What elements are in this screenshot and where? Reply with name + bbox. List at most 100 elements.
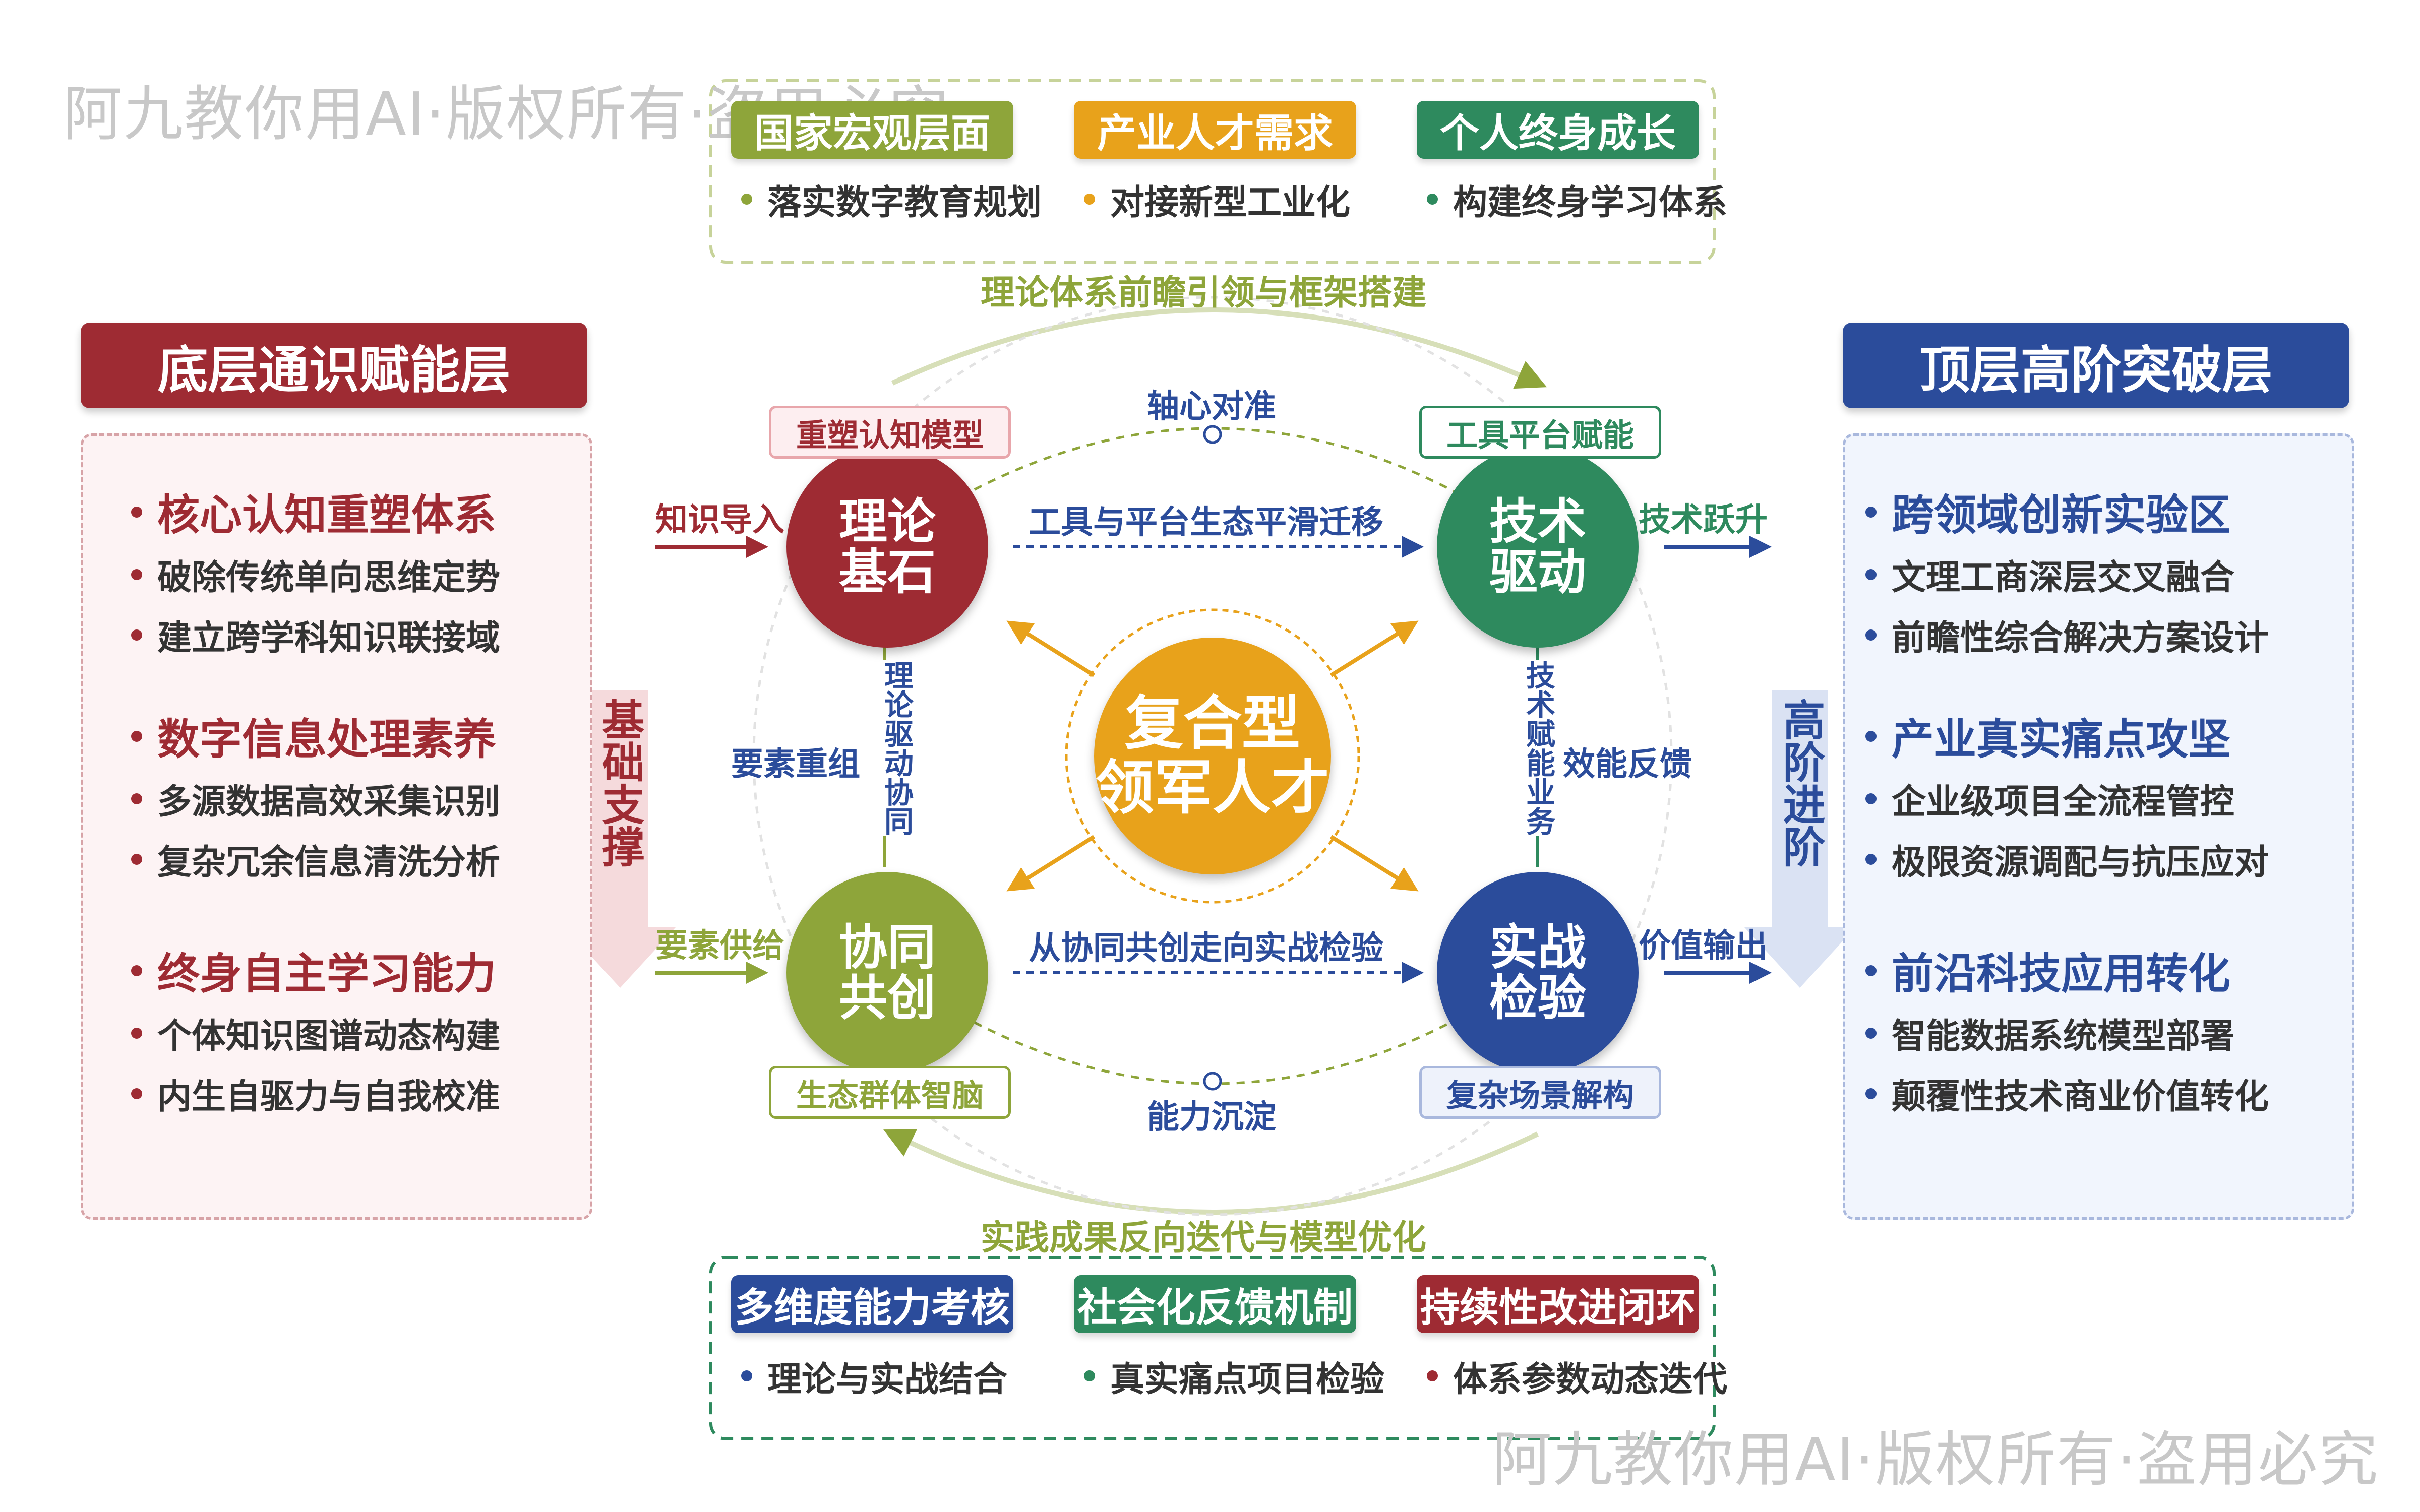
label-efficiency-feedback: 效能反馈 (1563, 746, 1692, 783)
bottom-bullet-2-text: 真实痛点项目检验 (1110, 1359, 1385, 1400)
right-group-2-item-2-text: 极限资源调配与抗压应对 (1892, 843, 2269, 883)
label-collab-to-combat: 从协同共创走向实战检验 (1028, 930, 1383, 967)
right-group-2-head-text: 产业真实痛点攻坚 (1892, 715, 2231, 764)
top-bullet-2: 对接新型工业化 (1084, 176, 1351, 223)
bottom-bullet-1: 理论与实战结合 (741, 1353, 1008, 1400)
node-tech-tag: 工具平台赋能 (1419, 406, 1661, 459)
label-value-output: 价值输出 (1639, 927, 1768, 965)
top-bullet-2-text: 对接新型工业化 (1110, 182, 1351, 223)
right-group-2-head: 产业真实痛点攻坚 (1865, 706, 2230, 767)
left-layer-title: 底层通识赋能层 (81, 323, 587, 408)
right-group-2-item-1-text: 企业级项目全流程管控 (1892, 782, 2235, 822)
center-title-line2: 领军人才 (1096, 754, 1329, 822)
node-theory: 理论 基石 (786, 446, 988, 648)
label-theory-drives-collab: 理论驱动协同 (879, 660, 914, 836)
bottom-tag-assessment: 多维度能力考核 (731, 1275, 1013, 1333)
left-group-2-item-1-text: 多源数据高效采集识别 (157, 782, 501, 822)
node-tech-line1: 技术 (1489, 493, 1586, 550)
node-collab-line1: 协同 (839, 919, 936, 976)
node-theory-tag: 重塑认知模型 (769, 406, 1011, 459)
left-group-2-item-1: 多源数据高效采集识别 (131, 774, 500, 824)
right-group-3-head: 前沿科技应用转化 (1865, 940, 2230, 1001)
left-group-3-item-2: 内生自驱力与自我校准 (131, 1068, 500, 1118)
center-arrow-tr (1329, 620, 1419, 677)
left-group-3-item-1-text: 个体知识图谱动态构建 (157, 1017, 501, 1056)
top-bullet-1-text: 落实数字教育规划 (767, 182, 1042, 223)
node-theory-line1: 理论 (839, 493, 936, 550)
top-tag-national: 国家宏观层面 (731, 101, 1013, 159)
right-group-3-head-text: 前沿科技应用转化 (1892, 949, 2231, 998)
right-group-1-head-text: 跨领域创新实验区 (1892, 490, 2231, 540)
right-layer-box (1843, 433, 2354, 1220)
top-dashed-box (709, 79, 1716, 264)
right-group-1-head: 跨领域创新实验区 (1865, 481, 2230, 542)
bottom-bullet-1-text: 理论与实战结合 (767, 1359, 1008, 1400)
node-tech: 技术 驱动 (1437, 446, 1639, 648)
label-knowledge-import: 知识导入 (655, 501, 784, 539)
top-bullet-3: 构建终身学习体系 (1427, 176, 1728, 223)
top-bullet-1: 落实数字教育规划 (741, 176, 1042, 223)
center-core-node: 复合型 领军人才 (1094, 638, 1331, 874)
center-arrow-br (1329, 835, 1419, 892)
left-group-1-item-1-text: 破除传统单向思维定势 (157, 558, 501, 598)
top-bullet-3-text: 构建终身学习体系 (1453, 182, 1728, 223)
top-tag-personal: 个人终身成长 (1417, 101, 1699, 159)
left-group-3-item-2-text: 内生自驱力与自我校准 (157, 1077, 501, 1117)
right-group-1-item-2-text: 前瞻性综合解决方案设计 (1892, 618, 2269, 658)
left-support-arrow (565, 690, 676, 988)
left-support-label: 基础支撑 (595, 698, 645, 867)
right-group-1-item-1: 文理工商深层交叉融合 (1865, 549, 2234, 599)
settle-marker (1203, 1072, 1222, 1091)
label-tech-leap: 技术跃升 (1639, 501, 1768, 539)
left-group-3-head: 终身自主学习能力 (131, 940, 496, 1001)
node-combat-line1: 实战 (1489, 919, 1586, 976)
bottom-bullet-3-text: 体系参数动态迭代 (1453, 1359, 1728, 1400)
left-layer-box (81, 433, 592, 1220)
left-group-1-item-2: 建立跨学科知识联接域 (131, 610, 500, 660)
right-group-2-item-2: 极限资源调配与抗压应对 (1865, 834, 2269, 884)
left-group-2-item-2-text: 复杂冗余信息清洗分析 (157, 843, 501, 883)
center-title-line1: 复合型 (1125, 689, 1300, 758)
right-group-1-item-1-text: 文理工商深层交叉融合 (1892, 558, 2235, 598)
left-group-1-item-2-text: 建立跨学科知识联接域 (157, 618, 501, 658)
node-theory-line2: 基石 (839, 544, 936, 600)
right-group-3-item-2: 颠覆性技术商业价值转化 (1865, 1068, 2269, 1118)
right-group-2-item-1: 企业级项目全流程管控 (1865, 774, 2234, 824)
top-arc (891, 307, 1547, 389)
left-group-1-head: 核心认知重塑体系 (131, 481, 496, 542)
bottom-bullet-3: 体系参数动态迭代 (1427, 1353, 1728, 1400)
right-advance-arrow (1744, 690, 1855, 988)
watermark-bottom: 阿九教你用AI·版权所有·盗用必究 (1492, 1425, 2379, 1494)
left-group-2-item-2: 复杂冗余信息清洗分析 (131, 834, 500, 884)
right-group-3-item-1: 智能数据系统模型部署 (1865, 1008, 2234, 1058)
node-collab-tag: 生态群体智脑 (769, 1066, 1011, 1119)
left-group-2-head-text: 数字信息处理素养 (157, 715, 497, 764)
center-arrow-bl (1006, 835, 1096, 892)
bottom-bullet-2: 真实痛点项目检验 (1084, 1353, 1385, 1400)
center-arrow-tl (1006, 620, 1096, 677)
bottom-dashed-box (709, 1256, 1716, 1440)
left-group-2-head: 数字信息处理素养 (131, 706, 496, 767)
left-group-3-item-1: 个体知识图谱动态构建 (131, 1008, 500, 1058)
right-layer-title: 顶层高阶突破层 (1843, 323, 2349, 408)
top-arc-label: 理论体系前瞻引领与框架搭建 (981, 273, 1427, 313)
right-group-3-item-2-text: 颠覆性技术商业价值转化 (1892, 1077, 2269, 1117)
right-group-1-item-2: 前瞻性综合解决方案设计 (1865, 610, 2269, 660)
left-group-1-item-1: 破除传统单向思维定势 (131, 549, 500, 599)
outer-ring (752, 296, 1673, 1216)
top-tag-industry: 产业人才需求 (1074, 101, 1356, 159)
node-combat-tag: 复杂场景解构 (1419, 1066, 1661, 1119)
node-collab-line2: 共创 (839, 970, 936, 1026)
label-element-reorg: 要素重组 (731, 746, 860, 783)
bottom-tag-improvement: 持续性改进闭环 (1417, 1275, 1699, 1333)
axis-marker (1203, 425, 1222, 444)
node-tech-line2: 驱动 (1489, 544, 1586, 600)
label-capability-settle: 能力沉淀 (1147, 1099, 1276, 1136)
right-advance-label: 高阶进阶 (1776, 698, 1826, 867)
bottom-tag-feedback: 社会化反馈机制 (1074, 1275, 1356, 1333)
label-element-supply: 要素供给 (655, 927, 784, 965)
node-combat: 实战 检验 (1437, 872, 1639, 1074)
left-group-3-head-text: 终身自主学习能力 (157, 949, 497, 998)
bottom-arc-label: 实践成果反向迭代与模型优化 (981, 1218, 1427, 1258)
